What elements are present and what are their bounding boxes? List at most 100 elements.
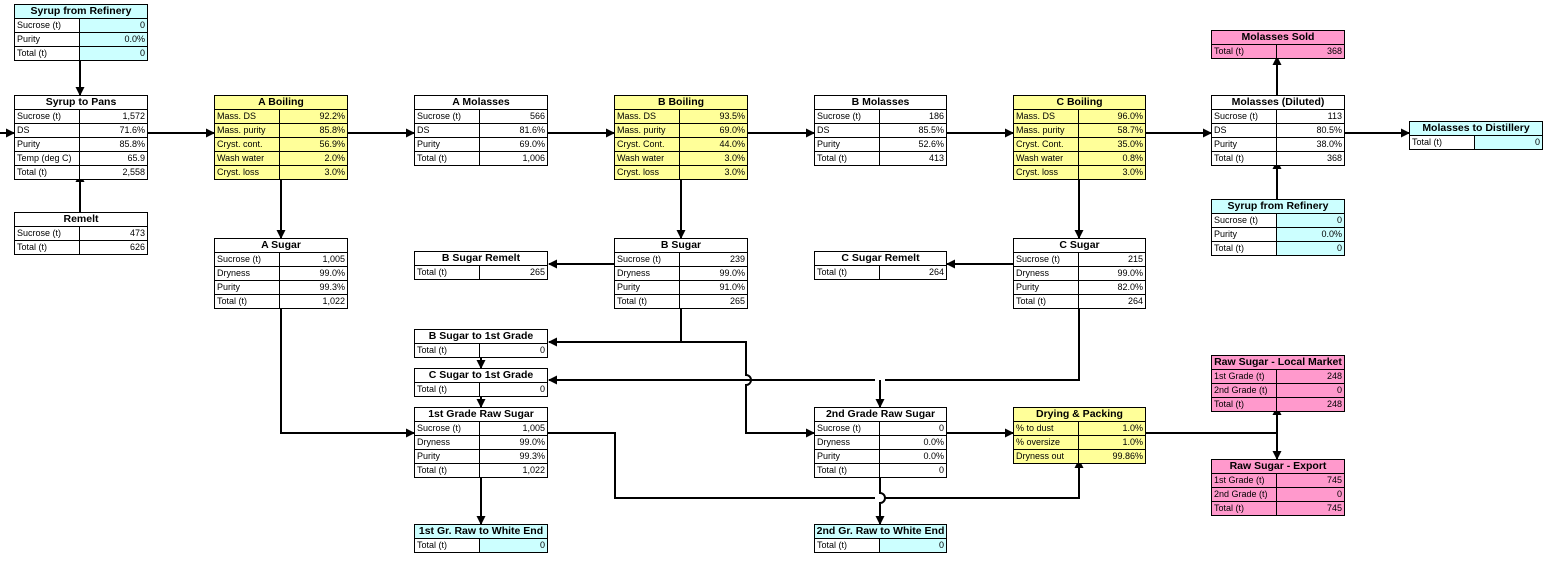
raw-sugar-local-row-value[interactable]: 248	[1277, 370, 1344, 383]
second-grade-raw-row-value[interactable]: 0.0%	[923, 437, 944, 447]
drying-packing-row-value[interactable]: 1.0%	[1079, 422, 1145, 435]
remelt-row-value[interactable]: 626	[129, 242, 145, 252]
b-boiling-row-value[interactable]: 3.0%	[680, 152, 747, 165]
b-sugar-row-value[interactable]: 91.0%	[719, 282, 745, 292]
remelt-row-value[interactable]: 473	[129, 228, 145, 238]
b-sugar-row-value[interactable]: 239	[729, 254, 745, 264]
second-grade-raw-row: Total (t)0	[815, 464, 946, 477]
c-boiling-row-value[interactable]: 96.0%	[1079, 110, 1145, 123]
a-boiling-row-value[interactable]: 3.0%	[280, 166, 347, 179]
b-boiling-row-value[interactable]: 3.0%	[680, 166, 747, 179]
molasses-diluted-row-value[interactable]: 38.0%	[1316, 139, 1342, 149]
raw-sugar-export-row-value[interactable]: 745	[1277, 502, 1344, 515]
second-grade-raw-row-value[interactable]: 0	[938, 465, 944, 475]
syrup-refinery-top-row-value[interactable]: 0.0%	[80, 33, 147, 46]
c-sugar-row-value[interactable]: 99.0%	[1117, 268, 1143, 278]
b-sugar-1st-grade-row-value[interactable]: 0	[539, 345, 545, 355]
a-molasses-row-value[interactable]: 1,006	[522, 153, 545, 163]
b-boiling-row-value[interactable]: 44.0%	[680, 138, 747, 151]
c-boiling-row-value[interactable]: 35.0%	[1079, 138, 1145, 151]
first-grade-raw-row-value[interactable]: 1,005	[522, 423, 545, 433]
a-sugar-row-label: Dryness	[215, 267, 280, 280]
b-molasses-row: Sucrose (t)186	[815, 110, 946, 124]
syrup-to-pans-row-value[interactable]: 85.8%	[119, 139, 145, 149]
c-boiling-row-value[interactable]: 3.0%	[1079, 166, 1145, 179]
syrup-refinery-right-row-value[interactable]: 0	[1277, 214, 1344, 227]
a-boiling-row-value[interactable]: 56.9%	[280, 138, 347, 151]
b-molasses-row-value[interactable]: 52.6%	[918, 139, 944, 149]
syrup-to-pans-row-value[interactable]: 71.6%	[119, 125, 145, 135]
syrup-to-pans-row-label: Sucrose (t)	[15, 110, 80, 123]
syrup-refinery-top-row-value[interactable]: 0	[80, 19, 147, 32]
second-grade-raw-row-value[interactable]: 0	[938, 423, 944, 433]
b-boiling-row-value[interactable]: 69.0%	[680, 124, 747, 137]
b-molasses-row-value[interactable]: 186	[928, 111, 944, 121]
syrup-to-pans-row-value[interactable]: 1,572	[122, 111, 145, 121]
second-grade-raw-row-value[interactable]: 0.0%	[923, 451, 944, 461]
a-sugar-row-value[interactable]: 1,005	[322, 254, 345, 264]
first-gr-white-end-row-value[interactable]: 0	[480, 539, 547, 552]
molasses-diluted-row-value[interactable]: 368	[1326, 153, 1342, 163]
drying-packing-row-value[interactable]: 1.0%	[1079, 436, 1145, 449]
c-sugar-row-value[interactable]: 82.0%	[1117, 282, 1143, 292]
molasses-distillery-row-label: Total (t)	[1410, 136, 1475, 149]
molasses-distillery-row-value[interactable]: 0	[1475, 136, 1542, 149]
a-sugar-row-value[interactable]: 99.3%	[319, 282, 345, 292]
syrup-to-pans-row-value[interactable]: 65.9	[127, 153, 145, 163]
raw-sugar-local-row-value[interactable]: 0	[1277, 384, 1344, 397]
molasses-diluted-row-value[interactable]: 80.5%	[1316, 125, 1342, 135]
a-molasses-row-value[interactable]: 566	[529, 111, 545, 121]
c-sugar-remelt-row-value[interactable]: 264	[928, 267, 944, 277]
first-grade-raw-row-label: Sucrose (t)	[415, 422, 480, 435]
syrup-refinery-top-row-value[interactable]: 0	[80, 47, 147, 60]
molasses-sold-row-label: Total (t)	[1212, 45, 1277, 58]
a-boiling-row-value[interactable]: 85.8%	[280, 124, 347, 137]
a-sugar-row-value[interactable]: 1,022	[322, 296, 345, 306]
raw-sugar-export-row-value[interactable]: 0	[1277, 488, 1344, 501]
c-boiling-row-label: Cryst. Cont.	[1014, 138, 1079, 151]
a-sugar-row-value[interactable]: 99.0%	[319, 268, 345, 278]
c-sugar-row-value[interactable]: 264	[1127, 296, 1143, 306]
b-molasses-row-value[interactable]: 85.5%	[918, 125, 944, 135]
b-sugar-row-value[interactable]: 99.0%	[719, 268, 745, 278]
c-sugar-row-value[interactable]: 215	[1127, 254, 1143, 264]
syrup-to-pans-row-value[interactable]: 2,558	[122, 167, 145, 177]
c-sugar-1st-grade-row-value[interactable]: 0	[539, 384, 545, 394]
a-boiling-row: Cryst. cont.56.9%	[215, 138, 347, 152]
b-sugar-row-value[interactable]: 265	[729, 296, 745, 306]
syrup-refinery-right-row-value[interactable]: 0.0%	[1277, 228, 1344, 241]
a-molasses-title: A Molasses	[415, 96, 547, 110]
b-sugar-remelt-row-value[interactable]: 265	[529, 267, 545, 277]
first-grade-raw-row-value[interactable]: 99.3%	[519, 451, 545, 461]
c-sugar-row: Sucrose (t)215	[1014, 253, 1145, 267]
second-gr-white-end-row-value[interactable]: 0	[880, 539, 946, 552]
drying-packing-row-value[interactable]: 99.86%	[1079, 450, 1145, 463]
raw-sugar-local-row-label: 1st Grade (t)	[1212, 370, 1277, 383]
first-grade-raw-row-value[interactable]: 1,022	[522, 465, 545, 475]
a-boiling-row-value[interactable]: 92.2%	[280, 110, 347, 123]
first-grade-raw-title: 1st Grade Raw Sugar	[415, 408, 547, 422]
first-grade-raw-row-value[interactable]: 99.0%	[519, 437, 545, 447]
molasses-sold-row-value[interactable]: 368	[1277, 45, 1344, 58]
c-boiling-row-value[interactable]: 58.7%	[1079, 124, 1145, 137]
molasses-diluted-row-value[interactable]: 113	[1327, 111, 1342, 121]
a-molasses-row-value[interactable]: 81.6%	[519, 125, 545, 135]
syrup-refinery-top-row: Sucrose (t)0	[15, 19, 147, 33]
b-molasses-row-value[interactable]: 413	[928, 153, 944, 163]
molasses-distillery-row: Total (t)0	[1410, 136, 1542, 149]
b-boiling-row-value[interactable]: 93.5%	[680, 110, 747, 123]
a-boiling-row-value[interactable]: 2.0%	[280, 152, 347, 165]
syrup-refinery-right-row-value[interactable]: 0	[1277, 242, 1344, 255]
c-boiling-row-value[interactable]: 0.8%	[1079, 152, 1145, 165]
raw-sugar-local-row-value[interactable]: 248	[1277, 398, 1344, 411]
a-molasses-row-value[interactable]: 69.0%	[519, 139, 545, 149]
raw-sugar-export-row-value[interactable]: 745	[1277, 474, 1344, 487]
